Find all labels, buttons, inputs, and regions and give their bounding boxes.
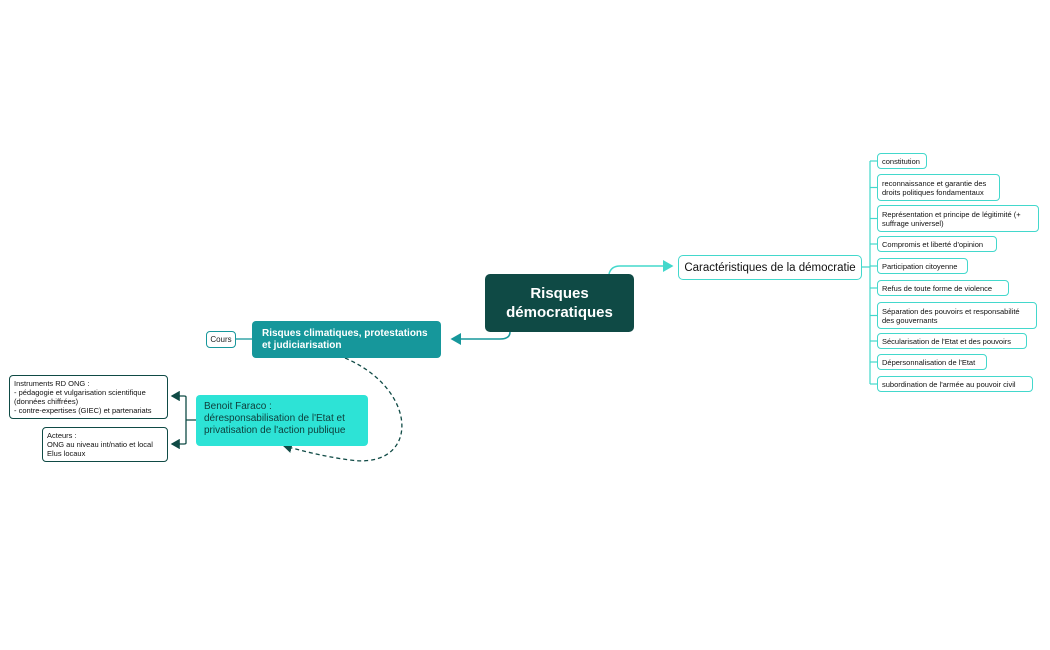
leaf-connectors — [862, 160, 877, 385]
link-central-right — [608, 260, 674, 275]
leaf-topic[interactable]: constitution — [877, 153, 927, 169]
leaf-topic[interactable]: Séparation des pouvoirs et responsabilit… — [877, 302, 1037, 329]
topic-risques-climatiques[interactable]: Risques climatiques, protestations et ju… — [252, 321, 441, 358]
leaf-topic[interactable]: Sécularisation de l'Etat et des pouvoirs — [877, 333, 1027, 349]
link-central-left — [450, 331, 511, 345]
central-topic[interactable]: Risques démocratiques — [485, 274, 634, 332]
leaf-trunk — [862, 161, 871, 384]
leaf-topic[interactable]: Représentation et principe de légitimité… — [877, 205, 1039, 232]
subtopic-cours[interactable]: Cours — [206, 331, 236, 348]
leaf-topic[interactable]: reconnaissance et garantie des droits po… — [877, 174, 1000, 201]
dashed-relationship — [282, 357, 403, 462]
floating-topic-faraco[interactable]: Benoit Faraco : déresponsabilisation de … — [196, 395, 368, 446]
leaf-topic[interactable]: Dépersonnalisation de l'Etat — [877, 354, 987, 370]
leaf-topic[interactable]: Participation citoyenne — [877, 258, 968, 274]
leaf-topic[interactable]: subordination de l'armée au pouvoir civi… — [877, 376, 1033, 392]
leaf-topic[interactable]: Compromis et liberté d'opinion — [877, 236, 997, 252]
bracket-floating-notes — [176, 395, 196, 445]
note-acteurs[interactable]: Acteurs : ONG au niveau int/natio et loc… — [42, 427, 168, 462]
leaf-topic[interactable]: Refus de toute forme de violence — [877, 280, 1009, 296]
topic-caracteristiques[interactable]: Caractéristiques de la démocratie — [678, 255, 862, 280]
note-instruments[interactable]: Instruments RD ONG : - pédagogie et vulg… — [9, 375, 168, 419]
